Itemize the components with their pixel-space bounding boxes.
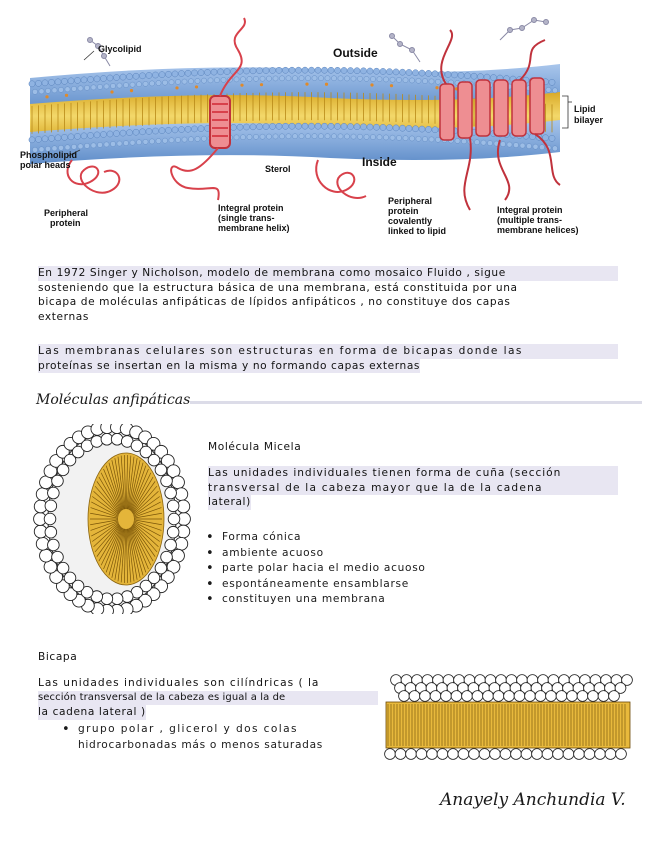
bilayer-desc-line-3: la cadena lateral ) [38,705,146,720]
micelle-title: Molécula Micela [208,440,301,455]
intro-line-4: externas [38,310,618,325]
label-peripheral-lipid-2: protein [388,206,419,216]
label-integral-single-1: Integral protein [218,203,284,213]
label-glycolipid: Glycolipid [98,44,142,54]
label-integral-multi-3: membrane helices) [497,225,579,235]
micelle-bullet: Forma cónica [202,530,522,546]
micelle-bullet: ambiente acuoso [202,546,522,562]
bilayer-title: Bicapa [38,650,77,665]
peripheral-protein-lipid-linked [316,160,366,198]
micelle-desc-line-3: lateral) [208,495,251,510]
label-sterol: Sterol [265,164,291,174]
label-phospholipid-1: Phospholipid [20,150,77,160]
intro-paragraph: En 1972 Singer y Nicholson, modelo de me… [38,266,618,324]
label-outside: Outside [333,48,378,58]
bilayer-desc-line-1: Las unidades individuales son cilíndrica… [38,676,378,691]
label-peripheral-lipid-4: linked to lipid [388,226,446,236]
label-peripheral-1: Peripheral [44,208,88,218]
bilayer-illustration [380,672,638,772]
micelle-bullet: constituyen una membrana [202,592,522,608]
micelle-bullet-list: Forma cónica ambiente acuoso parte polar… [202,530,522,608]
bilayer-desc-line-2: sección transversal de la cabeza es igua… [38,691,378,706]
label-lipid-bilayer-2: bilayer [574,115,603,125]
bilayer-bullet-list: grupo polar , glicerol y dos colas hidro… [58,722,378,753]
section-title-rule [190,401,642,404]
label-peripheral-lipid-3: covalently [388,216,432,226]
bilayer-bullet-line-1: grupo polar , glicerol y dos colas [78,723,298,735]
label-lipid-bilayer-1: Lipid [574,104,596,114]
definition-line-2: proteínas se insertan en la misma y no f… [38,359,420,374]
micelle-bullet: espontáneamente ensamblarse [202,577,522,593]
label-peripheral-2: protein [50,218,81,228]
label-integral-multi-1: Integral protein [497,205,563,215]
intro-line-3: bicapa de moléculas anfipáticas de lípid… [38,295,618,310]
label-integral-multi-2: (multiple trans- [497,215,562,225]
definition-paragraph: Las membranas celulares son estructuras … [38,344,618,373]
membrane-figure: Glycolipid Outside Lipid bilayer Phospho… [0,0,655,250]
micelle-description: Las unidades individuales tienen forma d… [208,466,618,510]
micelle-desc-line-2: transversal de la cabeza mayor que la de… [208,481,618,496]
definition-line-1: Las membranas celulares son estructuras … [38,344,618,359]
micelle-bullet: parte polar hacia el medio acuoso [202,561,522,577]
label-peripheral-lipid-1: Peripheral [388,196,432,206]
micelle-illustration [30,424,200,614]
intro-line-2: sosteniendo que la estructura básica de … [38,281,618,296]
section-title: Moléculas anfipáticas [36,392,190,408]
signature: Anayely Anchundia V. [440,790,626,810]
bilayer-bullet-line-2: hidrocarbonadas más o menos saturadas [78,739,323,751]
intro-line-1: En 1972 Singer y Nicholson, modelo de me… [38,266,618,281]
label-integral-single-3: membrane helix) [218,223,290,233]
peripheral-protein-left [67,160,119,193]
glycolipid-chains [88,18,549,67]
label-integral-single-2: (single trans- [218,213,275,223]
label-inside: Inside [362,157,397,167]
micelle-desc-line-1: Las unidades individuales tienen forma d… [208,466,618,481]
integral-protein-multiple-helices [440,30,560,210]
bilayer-bullet: grupo polar , glicerol y dos colas hidro… [58,722,378,753]
bilayer-description: Las unidades individuales son cilíndrica… [38,676,378,720]
label-phospholipid-2: polar heads [20,160,71,170]
